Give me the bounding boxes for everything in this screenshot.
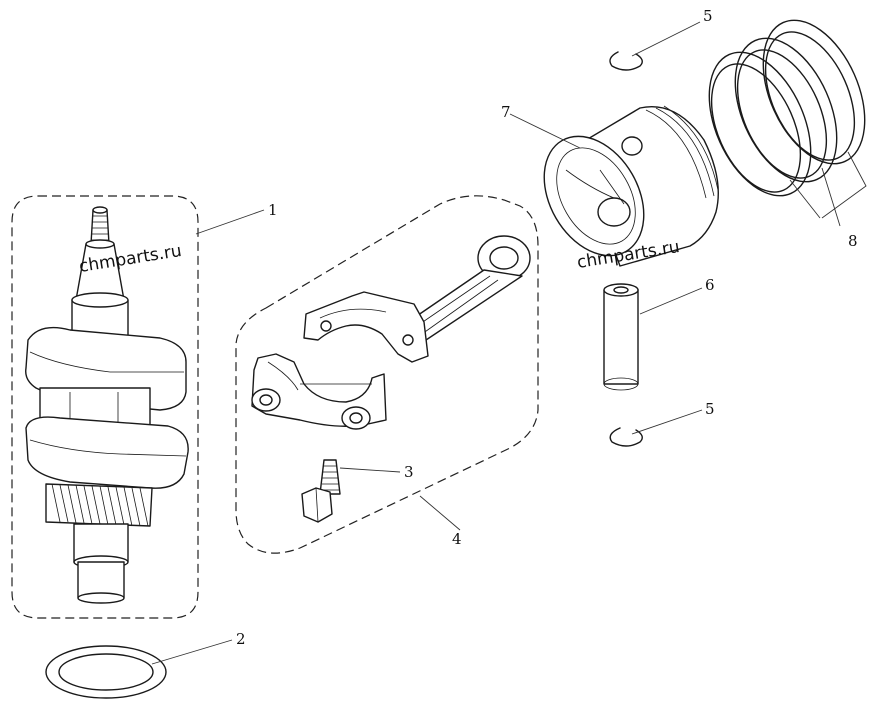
- callout-4: 4: [452, 530, 462, 548]
- piston-rings: [708, 19, 866, 197]
- callout-3: 3: [404, 463, 414, 481]
- circlip-bottom: [609, 427, 643, 447]
- callout-5-top: 5: [703, 7, 713, 25]
- piston-rings-group: 8: [708, 19, 867, 250]
- connecting-rod-dashed-frame: [235, 195, 539, 554]
- circlip-bottom-group: 5: [609, 400, 715, 447]
- callout-8: 8: [848, 232, 858, 250]
- crankshaft-group: 1: [11, 195, 278, 619]
- connecting-rod-group: 4: [235, 195, 539, 554]
- washer-group: 2: [45, 630, 246, 699]
- piston: [543, 105, 719, 267]
- circlip-top-group: 5: [609, 7, 713, 71]
- rod-bearing-cap: [251, 353, 387, 430]
- piston-pin: [603, 289, 639, 385]
- callout-1: 1: [268, 201, 278, 219]
- circlip-top: [609, 51, 643, 71]
- callout-5-bottom: 5: [705, 400, 715, 418]
- bolt-group: 3: [301, 459, 414, 523]
- piston-group: 7: [501, 103, 719, 267]
- crankshaft-dashed-frame: [11, 195, 199, 619]
- callout-6: 6: [705, 276, 715, 294]
- crankshaft: [25, 206, 189, 604]
- callout-7: 7: [501, 103, 511, 121]
- piston-pin-group: 6: [603, 276, 715, 391]
- callout-2: 2: [236, 630, 246, 648]
- connecting-rod: [303, 235, 531, 363]
- rod-bolt: [301, 459, 341, 523]
